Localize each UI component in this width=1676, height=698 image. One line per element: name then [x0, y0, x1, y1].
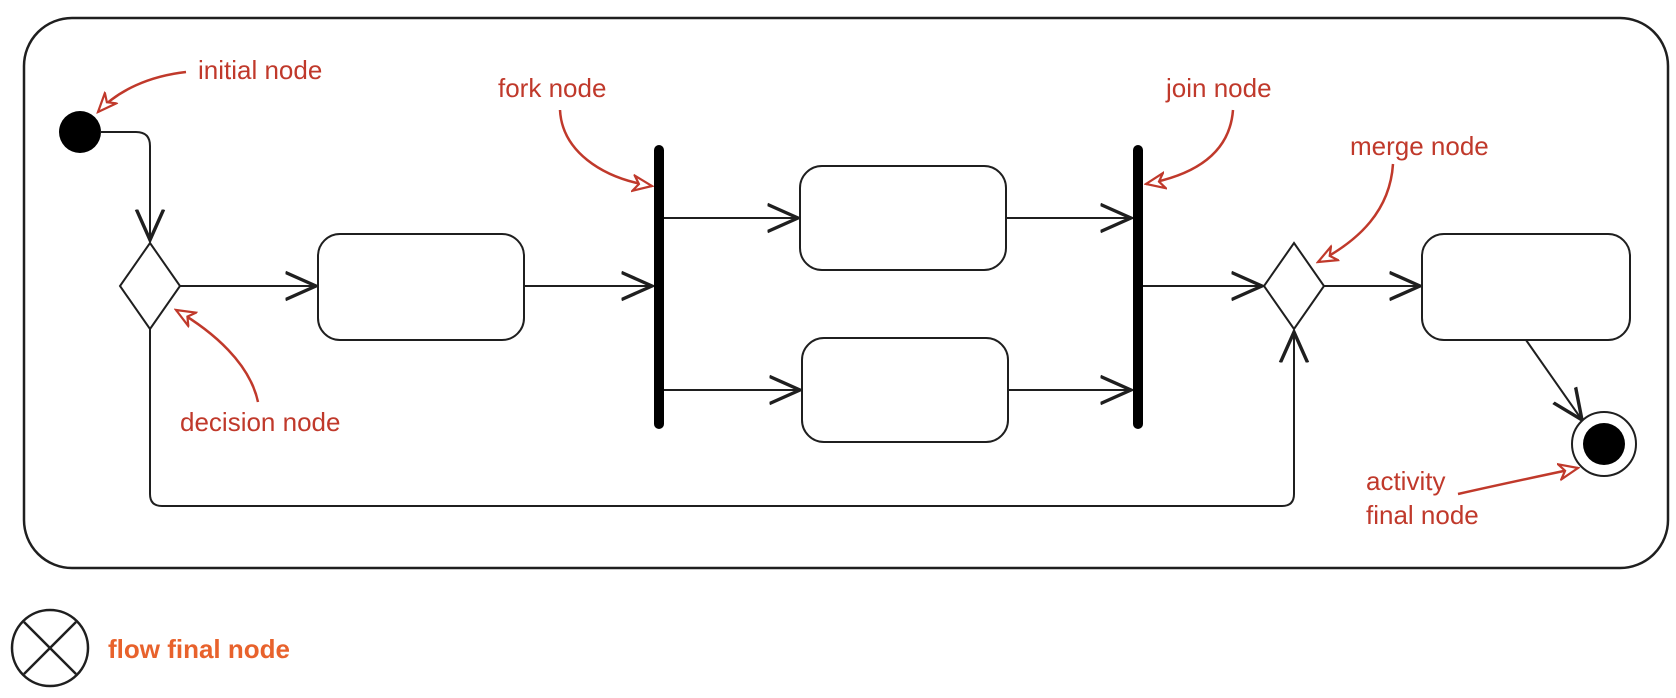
- action-node-1[interactable]: [317, 233, 525, 341]
- action-node-2[interactable]: [799, 165, 1007, 271]
- initial-node[interactable]: [59, 111, 101, 153]
- label-initial-node: initial node: [198, 55, 322, 85]
- circle-x-icon: [10, 608, 90, 688]
- label-decision-node: decision node: [180, 407, 340, 437]
- activity-final-node-inner: [1583, 423, 1625, 465]
- edge-initial-to-decision: [100, 131, 150, 240]
- pointer-decision-node: [176, 310, 260, 403]
- pointer-merge-node: [1318, 163, 1395, 262]
- label-merge-node: merge node: [1350, 131, 1489, 161]
- edge-decision-loop-to-merge: [149, 329, 1294, 507]
- label-join-node: join node: [1165, 73, 1272, 103]
- label-activity-final-line1: activity: [1366, 466, 1445, 496]
- action-node-4[interactable]: [1421, 233, 1631, 341]
- merge-node[interactable]: [1262, 241, 1326, 331]
- activity-frame: [22, 16, 1670, 570]
- pointer-activity-final-node: [1457, 468, 1578, 496]
- pointer-fork-node: [558, 109, 652, 186]
- pointer-join-node: [1146, 109, 1235, 184]
- label-fork-node: fork node: [498, 73, 606, 103]
- action-node-3[interactable]: [801, 337, 1009, 443]
- legend-flow-final-label: flow final node: [108, 634, 290, 664]
- label-activity-final-line2: final node: [1366, 500, 1479, 530]
- edge-action-4-to-final: [1525, 339, 1582, 420]
- pointer-initial-node: [98, 70, 187, 112]
